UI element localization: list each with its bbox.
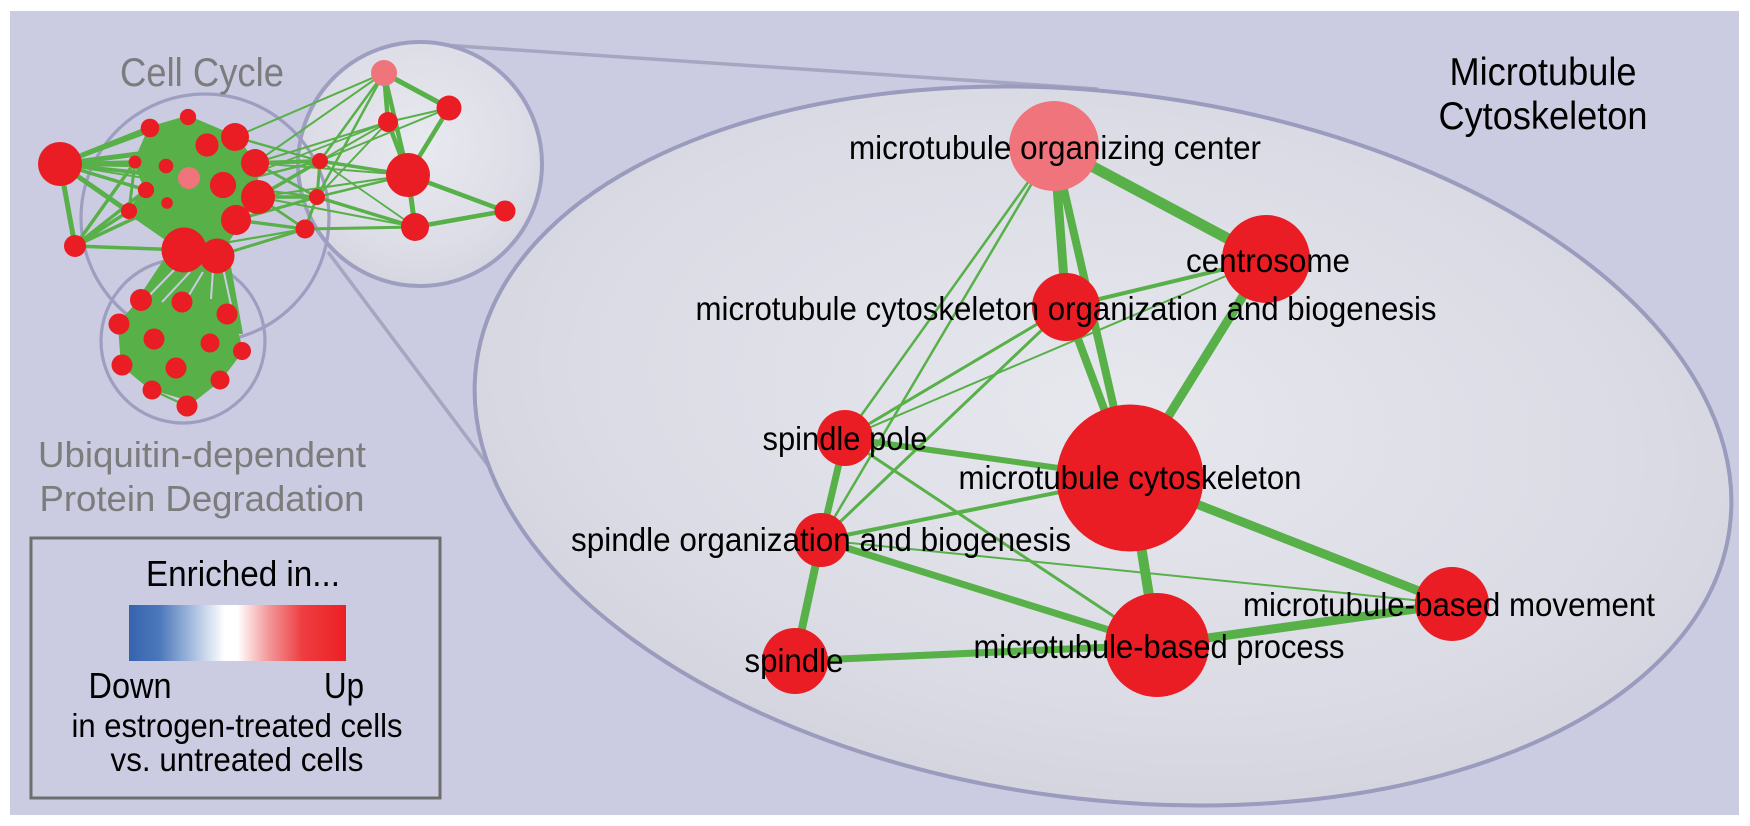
- svg-text:centrosome: centrosome: [1186, 242, 1350, 279]
- svg-text:in estrogen-treated cells: in estrogen-treated cells: [72, 707, 403, 744]
- svg-text:microtubule-based process: microtubule-based process: [974, 628, 1345, 665]
- svg-text:spindle pole: spindle pole: [763, 420, 928, 457]
- svg-text:vs. untreated cells: vs. untreated cells: [111, 741, 364, 778]
- svg-text:spindle: spindle: [745, 642, 844, 679]
- svg-text:microtubule organizing center: microtubule organizing center: [849, 129, 1261, 166]
- svg-text:microtubule cytoskeleton: microtubule cytoskeleton: [959, 459, 1302, 496]
- svg-text:microtubule-based movement: microtubule-based movement: [1243, 586, 1655, 623]
- svg-text:Up: Up: [324, 665, 364, 706]
- svg-text:Enriched in...: Enriched in...: [146, 553, 340, 594]
- svg-text:Ubiquitin-dependent: Ubiquitin-dependent: [38, 434, 366, 475]
- svg-text:Protein Degradation: Protein Degradation: [40, 478, 365, 519]
- svg-text:Down: Down: [89, 665, 172, 706]
- svg-text:Cytoskeleton: Cytoskeleton: [1439, 95, 1648, 138]
- svg-text:Microtubule: Microtubule: [1450, 51, 1637, 94]
- svg-text:microtubule cytoskeleton organ: microtubule cytoskeleton organization an…: [696, 290, 1437, 327]
- svg-text:spindle organization and bioge: spindle organization and biogenesis: [571, 521, 1071, 558]
- svg-text:Cell Cycle: Cell Cycle: [120, 51, 284, 95]
